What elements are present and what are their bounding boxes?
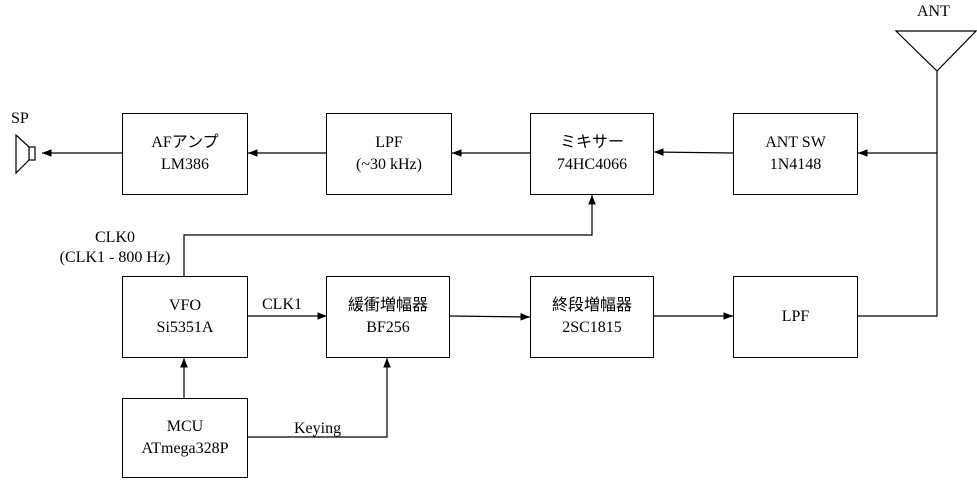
af-amp-part: LM386 <box>161 156 209 173</box>
final-amp-name: 終段増幅器 <box>551 297 632 314</box>
mcu-name: MCU <box>166 418 204 435</box>
antenna-label: ANT <box>917 3 950 20</box>
final-amp-block: 終段増幅器 2SC1815 <box>530 276 654 358</box>
mixer-name: ミキサー <box>559 134 624 151</box>
connector-keying <box>248 358 391 438</box>
speaker-label: SP <box>11 110 29 127</box>
rx-lpf-name: LPF <box>375 134 403 151</box>
mixer-part: 74HC4066 <box>556 156 628 173</box>
antenna-feed-line <box>858 71 938 317</box>
clk1-label: CLK1 <box>262 296 302 313</box>
connector-clk0-to-mixer <box>183 195 596 276</box>
clk0-label-line2: (CLK1 - 800 Hz) <box>59 249 171 266</box>
buffer-amp-part: BF256 <box>366 319 410 336</box>
clk0-label: CLK0 (CLK1 - 800 Hz) <box>40 228 190 268</box>
af-amp-block: AFアンプ LM386 <box>122 113 248 195</box>
ant-sw-part: 1N4148 <box>769 156 822 173</box>
tx-lpf-name: LPF <box>781 308 810 325</box>
clk0-label-line1: CLK0 <box>95 229 135 246</box>
vfo-block: VFO Si5351A <box>122 276 248 358</box>
keying-label: Keying <box>294 420 342 437</box>
buffer-amp-name: 緩衝増幅器 <box>347 297 428 314</box>
af-amp-name: AFアンプ <box>151 134 219 151</box>
buffer-amp-block: 緩衝増幅器 BF256 <box>326 276 450 358</box>
rx-lpf-block: LPF (~30 kHz) <box>326 113 452 195</box>
antenna-icon <box>894 30 977 72</box>
final-amp-part: 2SC1815 <box>562 319 622 336</box>
mcu-block: MCU ATmega328P <box>122 398 248 478</box>
speaker-icon <box>15 133 36 175</box>
ant-sw-block: ANT SW 1N4148 <box>733 113 858 195</box>
mcu-part: ATmega328P <box>141 440 229 457</box>
connector-antsw-to-mixer <box>653 148 734 156</box>
vfo-part: Si5351A <box>156 319 214 336</box>
vfo-name: VFO <box>168 297 201 314</box>
tx-lpf-block: LPF <box>733 276 858 358</box>
ant-sw-name: ANT SW <box>765 134 826 151</box>
connector-buffer-to-final <box>449 313 531 321</box>
rx-lpf-cutoff: (~30 kHz) <box>356 156 422 173</box>
mixer-block: ミキサー 74HC4066 <box>530 113 654 195</box>
